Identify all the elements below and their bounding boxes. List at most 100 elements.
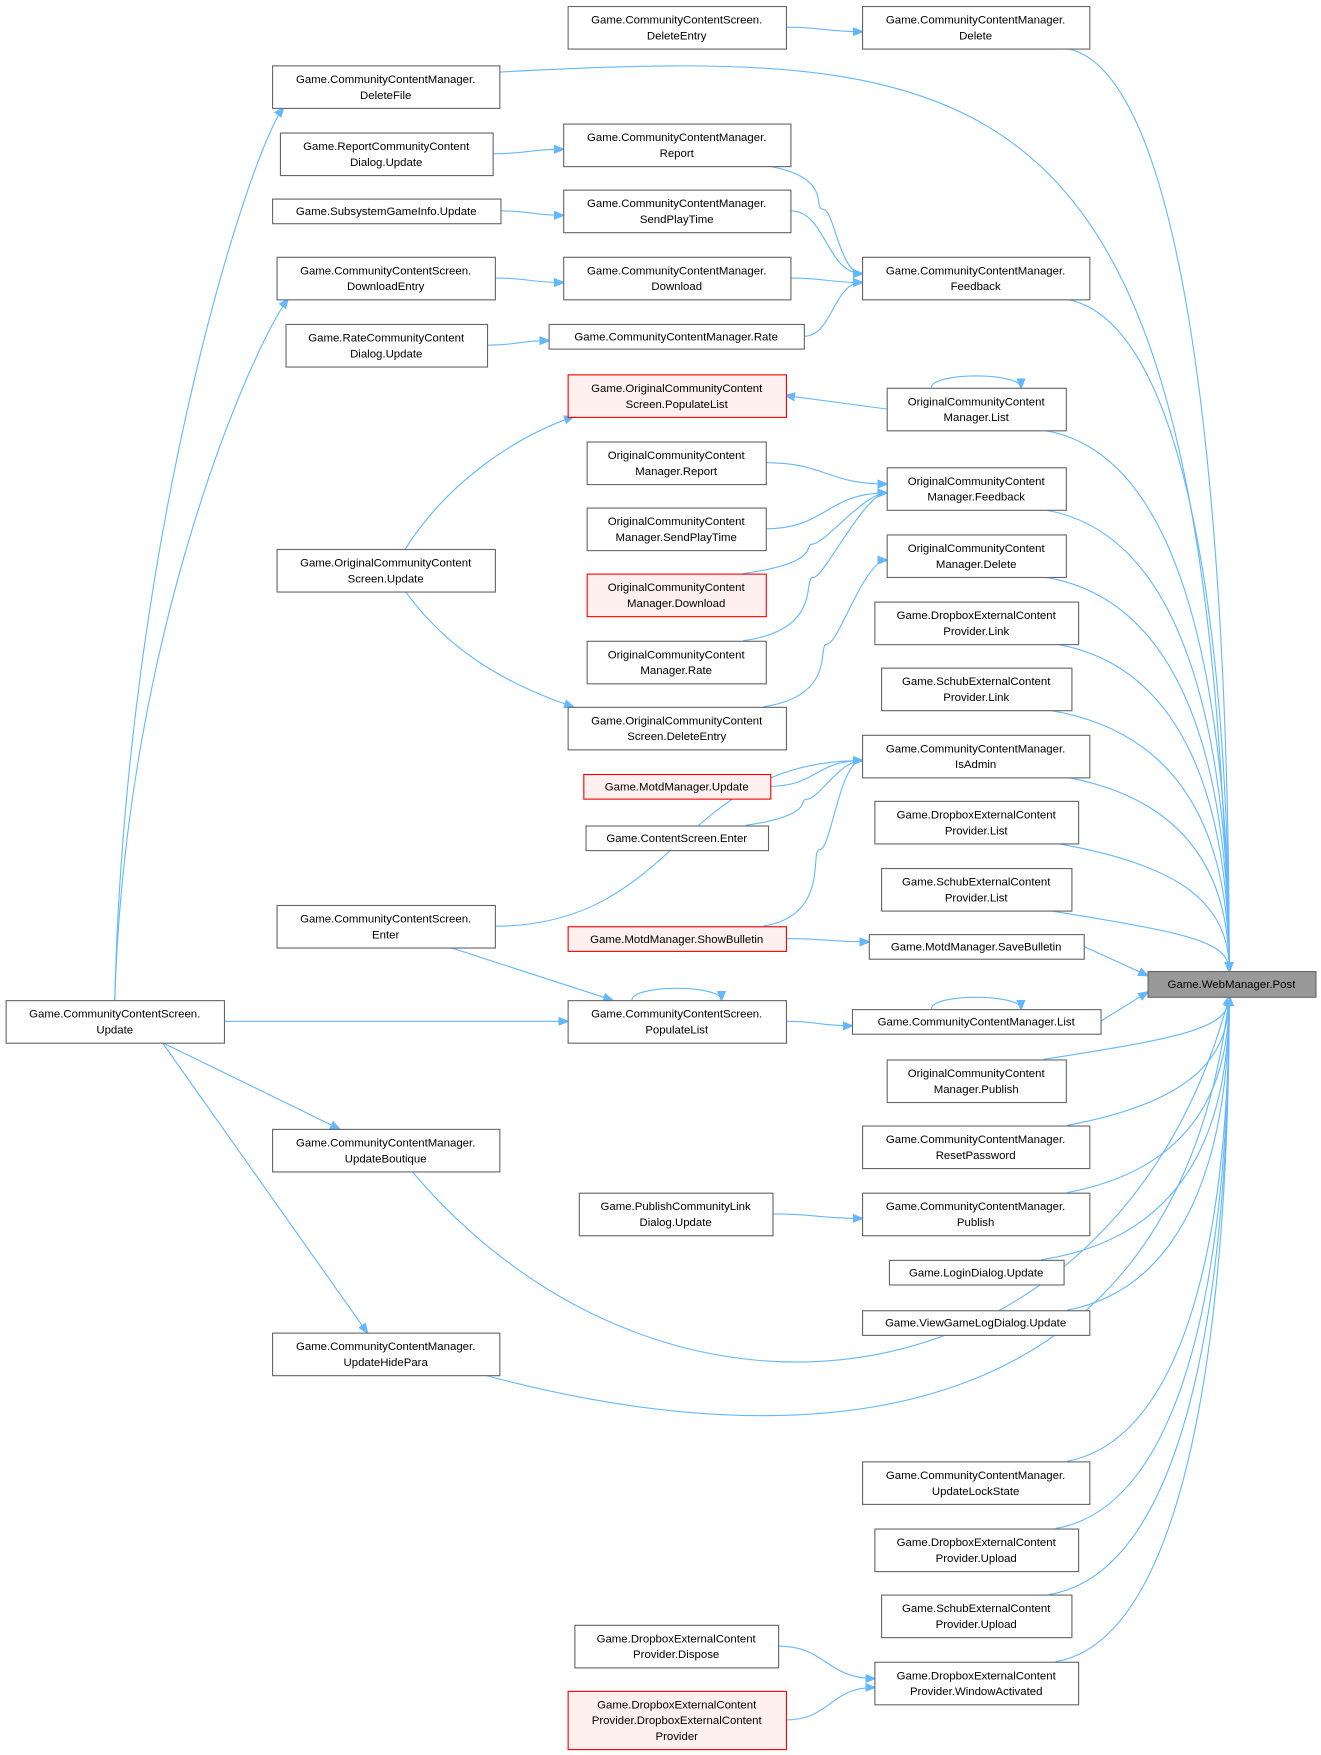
graph-node[interactable]: Game.CommunityContentManager.UpdateBouti… bbox=[272, 1128, 501, 1173]
graph-node[interactable]: Game.CommunityContentManager.DeleteFile bbox=[272, 65, 501, 109]
call-edge bbox=[161, 1042, 367, 1333]
node-box bbox=[279, 132, 494, 177]
node-box bbox=[586, 441, 767, 486]
node-label: SendPlayTime bbox=[640, 214, 714, 226]
graph-node[interactable]: Game.OriginalCommunityContentScreen.Dele… bbox=[567, 706, 788, 751]
graph-node[interactable]: Game.DropboxExternalContentProvider.Uplo… bbox=[874, 1528, 1080, 1573]
graph-node[interactable]: Game.CommunityContentManager.Delete bbox=[862, 5, 1091, 50]
call-edge bbox=[743, 493, 886, 575]
node-label: OriginalCommunityContent bbox=[908, 543, 1046, 555]
graph-node[interactable]: Game.ContentScreen.Enter bbox=[585, 825, 770, 852]
graph-node[interactable]: Game.ViewGameLogDialog.Update bbox=[862, 1310, 1091, 1336]
graph-node[interactable]: Game.CommunityContentManager.Publish bbox=[862, 1192, 1091, 1237]
call-edge bbox=[484, 997, 1229, 1417]
graph-node[interactable]: Game.CommunityContentManager.Report bbox=[563, 123, 792, 168]
node-label: Dialog.Update bbox=[639, 1217, 711, 1229]
node-box bbox=[862, 734, 1091, 779]
graph-node[interactable]: OriginalCommunityContentManager.SendPlay… bbox=[586, 507, 767, 552]
node-box bbox=[862, 5, 1091, 50]
node-box bbox=[272, 1128, 501, 1173]
graph-node[interactable]: Game.CommunityContentManager.UpdateLockS… bbox=[862, 1461, 1091, 1505]
graph-node[interactable]: Game.CommunityContentManager.ResetPasswo… bbox=[862, 1125, 1091, 1170]
node-label: Game.CommunityContentManager.List bbox=[878, 1017, 1076, 1029]
graph-node[interactable]: Game.CommunityContentManager.IsAdmin bbox=[862, 734, 1091, 779]
node-label: Download bbox=[651, 281, 702, 293]
graph-node[interactable]: Game.CommunityContentScreen.Enter bbox=[276, 904, 496, 949]
graph-node[interactable]: Game.CommunityContentManager.UpdateHideP… bbox=[272, 1332, 501, 1377]
node-label: Publish bbox=[957, 1217, 994, 1229]
graph-node[interactable]: Game.DropboxExternalContentProvider.Wind… bbox=[874, 1661, 1080, 1706]
graph-node[interactable]: Game.OriginalCommunityContentScreen.Upda… bbox=[276, 548, 496, 593]
graph-node[interactable]: Game.MotdManager.Update bbox=[583, 773, 772, 800]
graph-node[interactable]: Game.CommunityContentScreen.DownloadEntr… bbox=[276, 256, 496, 301]
graph-node[interactable]: Game.LoginDialog.Update bbox=[888, 1259, 1065, 1286]
call-edge bbox=[631, 987, 722, 1000]
node-box bbox=[276, 548, 496, 593]
node-label: Game.CommunityContentManager. bbox=[296, 74, 475, 86]
node-label: Manager.SendPlayTime bbox=[616, 532, 737, 544]
node-label: Game.LoginDialog.Update bbox=[909, 1267, 1043, 1279]
graph-node[interactable]: Game.CommunityContentManager.SendPlayTim… bbox=[563, 189, 792, 234]
call-edge bbox=[1055, 997, 1230, 1530]
graph-node[interactable]: Game.MotdManager.ShowBulletin bbox=[567, 926, 788, 952]
graph-node[interactable]: Game.WebManager.Post bbox=[1147, 970, 1317, 998]
node-label: Game.OriginalCommunityContent bbox=[591, 715, 763, 727]
node-box bbox=[574, 1624, 780, 1669]
call-edge bbox=[162, 1042, 339, 1129]
graph-node[interactable]: Game.SubsystemGameInfo.Update bbox=[272, 198, 502, 225]
graph-node[interactable]: Game.MotdManager.SaveBulletin bbox=[868, 934, 1085, 960]
node-box bbox=[874, 800, 1080, 845]
graph-node[interactable]: Game.CommunityContentManager.Download bbox=[563, 256, 792, 301]
node-label: Enter bbox=[372, 929, 399, 941]
node-label: Game.CommunityContentScreen. bbox=[591, 1009, 762, 1021]
call-edge bbox=[1066, 298, 1229, 971]
call-edge bbox=[767, 165, 862, 273]
node-label: Game.CommunityContentManager. bbox=[886, 743, 1065, 755]
graph-node[interactable]: Game.CommunityContentScreen.DeleteEntry bbox=[567, 5, 788, 50]
graph-node[interactable]: Game.CommunityContentScreen.Update bbox=[5, 1000, 226, 1044]
node-label: Game.PublishCommunityLink bbox=[600, 1201, 751, 1213]
graph-node[interactable]: Game.CommunityContentScreen.PopulateList bbox=[567, 1000, 788, 1044]
graph-node[interactable]: Game.CommunityContentManager.Rate bbox=[548, 323, 805, 350]
graph-node[interactable]: Game.DropboxExternalContentProvider.Disp… bbox=[574, 1624, 780, 1669]
call-edge bbox=[765, 493, 887, 530]
node-box bbox=[881, 867, 1073, 912]
node-label: Provider.WindowActivated bbox=[910, 1686, 1043, 1698]
node-label: Screen.DeleteEntry bbox=[627, 731, 726, 743]
call-edge bbox=[1066, 997, 1229, 1194]
node-label: UpdateBoutique bbox=[345, 1153, 427, 1165]
node-label: Game.RateCommunityContent bbox=[308, 332, 465, 344]
graph-node[interactable]: Game.CommunityContentManager.Feedback bbox=[862, 256, 1091, 301]
node-label: Game.DropboxExternalContent bbox=[897, 809, 1057, 821]
node-label: Game.DropboxExternalContent bbox=[597, 1633, 757, 1645]
node-box bbox=[567, 5, 788, 50]
node-label: Game.ViewGameLogDialog.Update bbox=[885, 1318, 1066, 1330]
node-label: Game.CommunityContentManager. bbox=[886, 1470, 1065, 1482]
call-edge bbox=[790, 210, 862, 274]
graph-node[interactable]: Game.DropboxExternalContentProvider.Drop… bbox=[567, 1690, 788, 1751]
node-label: Game.SubsystemGameInfo.Update bbox=[296, 206, 477, 218]
node-box bbox=[874, 601, 1080, 646]
graph-node[interactable]: Game.OriginalCommunityContentScreen.Popu… bbox=[567, 374, 788, 418]
graph-node[interactable]: Game.CommunityContentManager.List bbox=[851, 1009, 1102, 1035]
node-box bbox=[276, 256, 496, 301]
node-box bbox=[272, 198, 502, 225]
call-edge bbox=[1043, 576, 1229, 971]
node-label: Provider.Upload bbox=[936, 1553, 1017, 1565]
